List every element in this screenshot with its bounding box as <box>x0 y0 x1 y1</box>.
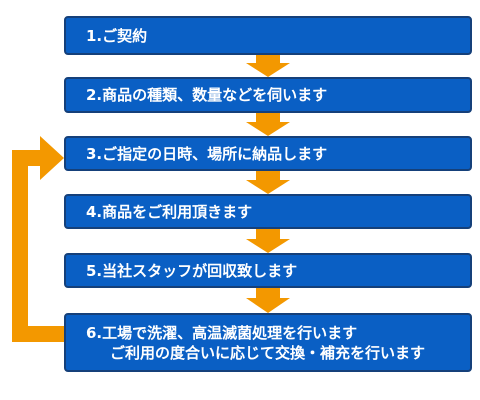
step-4-label: 4.商品をご利用頂きます <box>86 202 253 221</box>
loop-back-arrow <box>12 136 64 342</box>
step-5-label: 5.当社スタッフが回収致します <box>86 261 298 280</box>
step-2-label: 2.商品の種類、数量などを伺います <box>86 86 328 104</box>
down-arrow-5-6 <box>246 288 290 313</box>
down-arrow-4-5 <box>246 229 290 253</box>
step-3: 3.ご指定の日時、場所に納品します <box>64 136 472 171</box>
step-1-label: 1.ご契約 <box>86 26 148 45</box>
step-6: 6.工場で洗濯、高温滅菌処理を行います ご利用の度合いに応じて交換・補充を行いま… <box>64 313 472 372</box>
step-2: 2.商品の種類、数量などを伺います <box>64 77 472 113</box>
down-arrow-1-2 <box>246 55 290 77</box>
step-3-label: 3.ご指定の日時、場所に納品します <box>86 144 328 163</box>
step-5: 5.当社スタッフが回収致します <box>64 253 472 288</box>
step-4: 4.商品をご利用頂きます <box>64 194 472 229</box>
step-1: 1.ご契約 <box>64 16 472 55</box>
down-arrow-3-4 <box>246 171 290 194</box>
step-6-label-line-2: ご利用の度合いに応じて交換・補充を行います <box>110 343 426 362</box>
step-6-label-line-1: 6.工場で洗濯、高温滅菌処理を行います <box>86 323 358 342</box>
down-arrow-2-3 <box>246 113 290 136</box>
